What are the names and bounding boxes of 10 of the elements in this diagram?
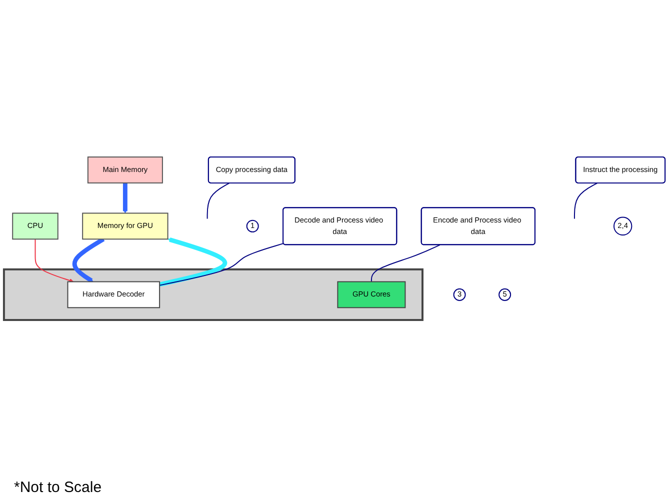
- arrow: [34, 238, 74, 283]
- note-text: *Not to Scale: [14, 479, 102, 496]
- cluster: [2, 268, 424, 321]
- connector: [574, 182, 598, 220]
- connector: [159, 242, 284, 286]
- connector: [206, 182, 230, 220]
- arrow: [122, 182, 128, 214]
- arrow: [72, 237, 105, 283]
- arrow: [159, 237, 228, 287]
- connector: [370, 244, 440, 282]
